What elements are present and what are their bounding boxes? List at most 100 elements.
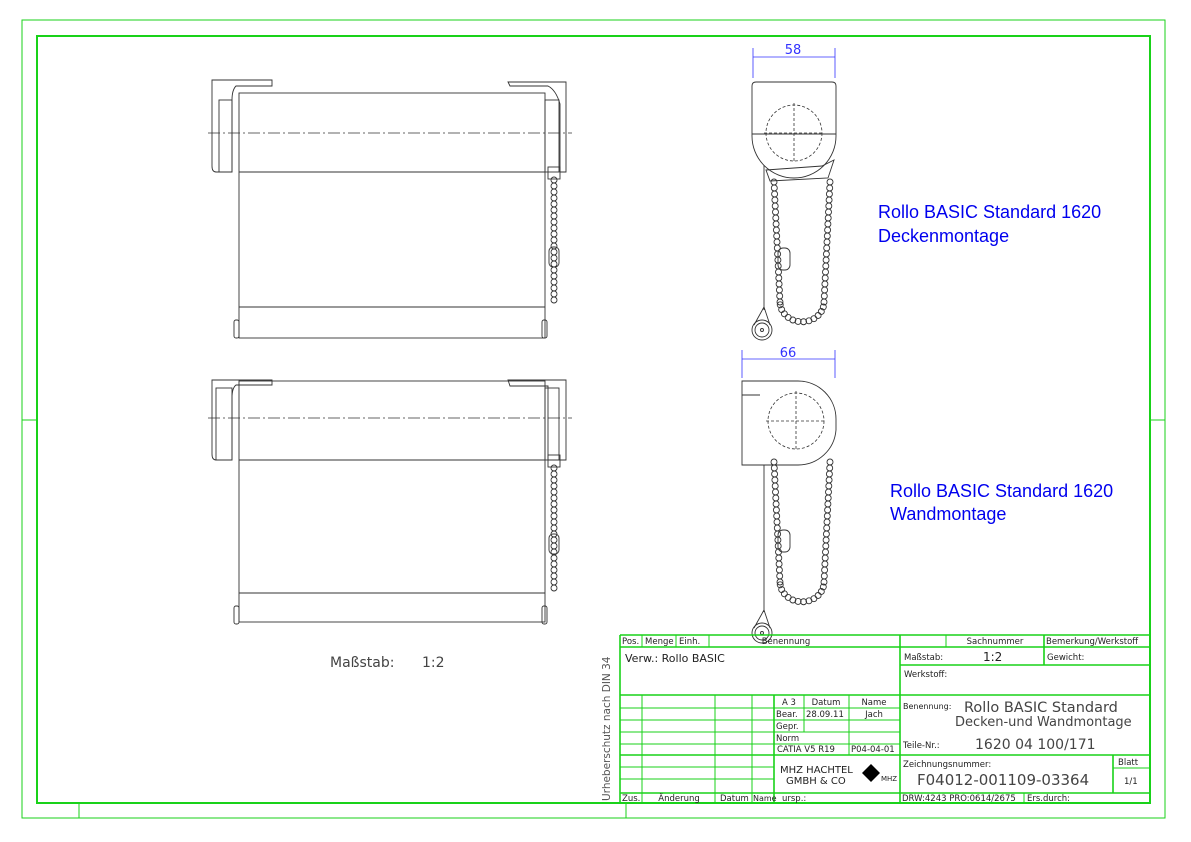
front-view-ceiling: [208, 79, 572, 339]
chain-bead: [822, 548, 829, 556]
chain-bead: [775, 280, 783, 288]
chain-bead: [771, 190, 779, 198]
chain-bead: [794, 318, 802, 325]
front-view-wall: [208, 379, 572, 625]
chain-bead: [550, 188, 558, 196]
chain-bead: [771, 482, 779, 490]
header-bemerkung: Bemerkung/Werkstoff: [1046, 637, 1139, 647]
chain-bead: [825, 476, 833, 484]
zeichnung-label: Zeichnungsnummer:: [903, 760, 991, 770]
chain-bead: [824, 500, 832, 508]
header-sachnummer: Sachnummer: [967, 637, 1024, 647]
wall-mount-title: Rollo BASIC Standard 1620: [890, 481, 1113, 501]
chain-bead: [825, 482, 833, 490]
chain-bead: [550, 248, 558, 256]
chain-bead: [820, 292, 828, 300]
bear-date: 28.09.11: [806, 710, 844, 720]
chain-bead: [772, 226, 780, 234]
chain-bead: [822, 262, 830, 270]
chain-bead: [820, 572, 828, 580]
company-line-2: GMBH & CO: [786, 776, 846, 787]
chain-bead: [775, 286, 783, 294]
benennung-label: Benennung:: [903, 702, 951, 711]
chain-bead: [824, 494, 832, 502]
chain-bead: [819, 303, 827, 311]
chain-bead: [772, 494, 780, 502]
chain-bead: [550, 482, 558, 490]
chain-bead: [550, 518, 558, 526]
teile-label: Teile-Nr.:: [902, 741, 940, 751]
aenderung-label: Änderung: [658, 793, 700, 804]
chain-bead: [770, 184, 778, 192]
chain-bead: [550, 260, 558, 268]
company-line-1: MHZ HACHTEL: [780, 765, 853, 776]
name-header: Name: [861, 698, 886, 708]
chain-bead: [805, 597, 813, 605]
chain-bead: [550, 572, 558, 580]
chain-bead: [821, 280, 829, 288]
norm-label: Norm: [776, 734, 799, 744]
chain-bead: [775, 554, 783, 562]
header-benennung: Benennung: [762, 637, 811, 647]
chain-bead: [550, 512, 558, 520]
bear-name: Jach: [864, 710, 883, 720]
chain-bead: [550, 296, 558, 304]
chain-bead: [550, 488, 558, 496]
scale-label: Maßstab:: [330, 655, 394, 671]
copyright-note: Urheberschutz nach DIN 34: [601, 656, 613, 801]
chain-bead: [550, 290, 558, 298]
chain-bead: [550, 542, 558, 550]
chain-bead: [772, 506, 780, 514]
chain-bead: [823, 244, 831, 252]
chain-bead: [773, 518, 781, 526]
chain-bead: [550, 566, 558, 574]
side-view-ceiling: 58: [751, 43, 837, 341]
name-label: Name: [753, 794, 777, 803]
chain-bead: [770, 178, 778, 186]
chain-bead: [794, 598, 802, 605]
ursp-label: ursp.:: [782, 794, 806, 804]
wall-mount-subtitle: Wandmontage: [890, 504, 1006, 524]
chain-bead: [772, 208, 779, 216]
verwendung: Verw.: Rollo BASIC: [625, 652, 725, 665]
chain-bead: [821, 286, 829, 294]
datum-header: Datum: [812, 698, 841, 708]
chain-bead: [550, 230, 558, 238]
bear-label: Bear.: [776, 710, 798, 720]
chain-bead: [821, 566, 829, 574]
chain-bead: [550, 464, 558, 472]
chain-bead: [772, 500, 780, 508]
ersetzt-durch: Ers.durch:: [1027, 794, 1070, 804]
chain-bead: [776, 578, 784, 586]
chain-bead: [550, 242, 558, 250]
chain-bead: [780, 590, 788, 598]
chain-bead: [550, 500, 558, 508]
chain-bead: [820, 298, 828, 306]
chain-bead: [805, 317, 813, 325]
chain-bead: [550, 524, 558, 532]
format: A 3: [782, 698, 796, 708]
chain-bead: [822, 530, 830, 538]
chain-bead: [825, 208, 832, 216]
chain-bead: [550, 194, 558, 202]
chain-bead: [550, 578, 558, 586]
chain-bead: [821, 560, 829, 568]
chain-bead: [771, 476, 779, 484]
chain-bead: [823, 518, 831, 526]
ceiling-mount-title: Rollo BASIC Standard 1620: [878, 202, 1101, 222]
header-pos: Pos.: [622, 637, 639, 647]
cad-version: P04-04-01: [851, 745, 895, 755]
chain-bead: [772, 214, 780, 222]
chain-bead: [550, 206, 558, 214]
chain-bead: [824, 214, 832, 222]
chain-bead: [550, 236, 558, 244]
chain-bead: [825, 488, 832, 496]
chain-bead: [823, 524, 831, 532]
chain-bead: [550, 200, 558, 208]
drw-pro: DRW:4243 PRO:0614/2675: [902, 794, 1016, 804]
chain-bead: [776, 572, 784, 580]
chain-bead: [775, 274, 783, 282]
chain-bead: [822, 536, 830, 544]
company-logo-text: MHZ: [881, 775, 897, 783]
